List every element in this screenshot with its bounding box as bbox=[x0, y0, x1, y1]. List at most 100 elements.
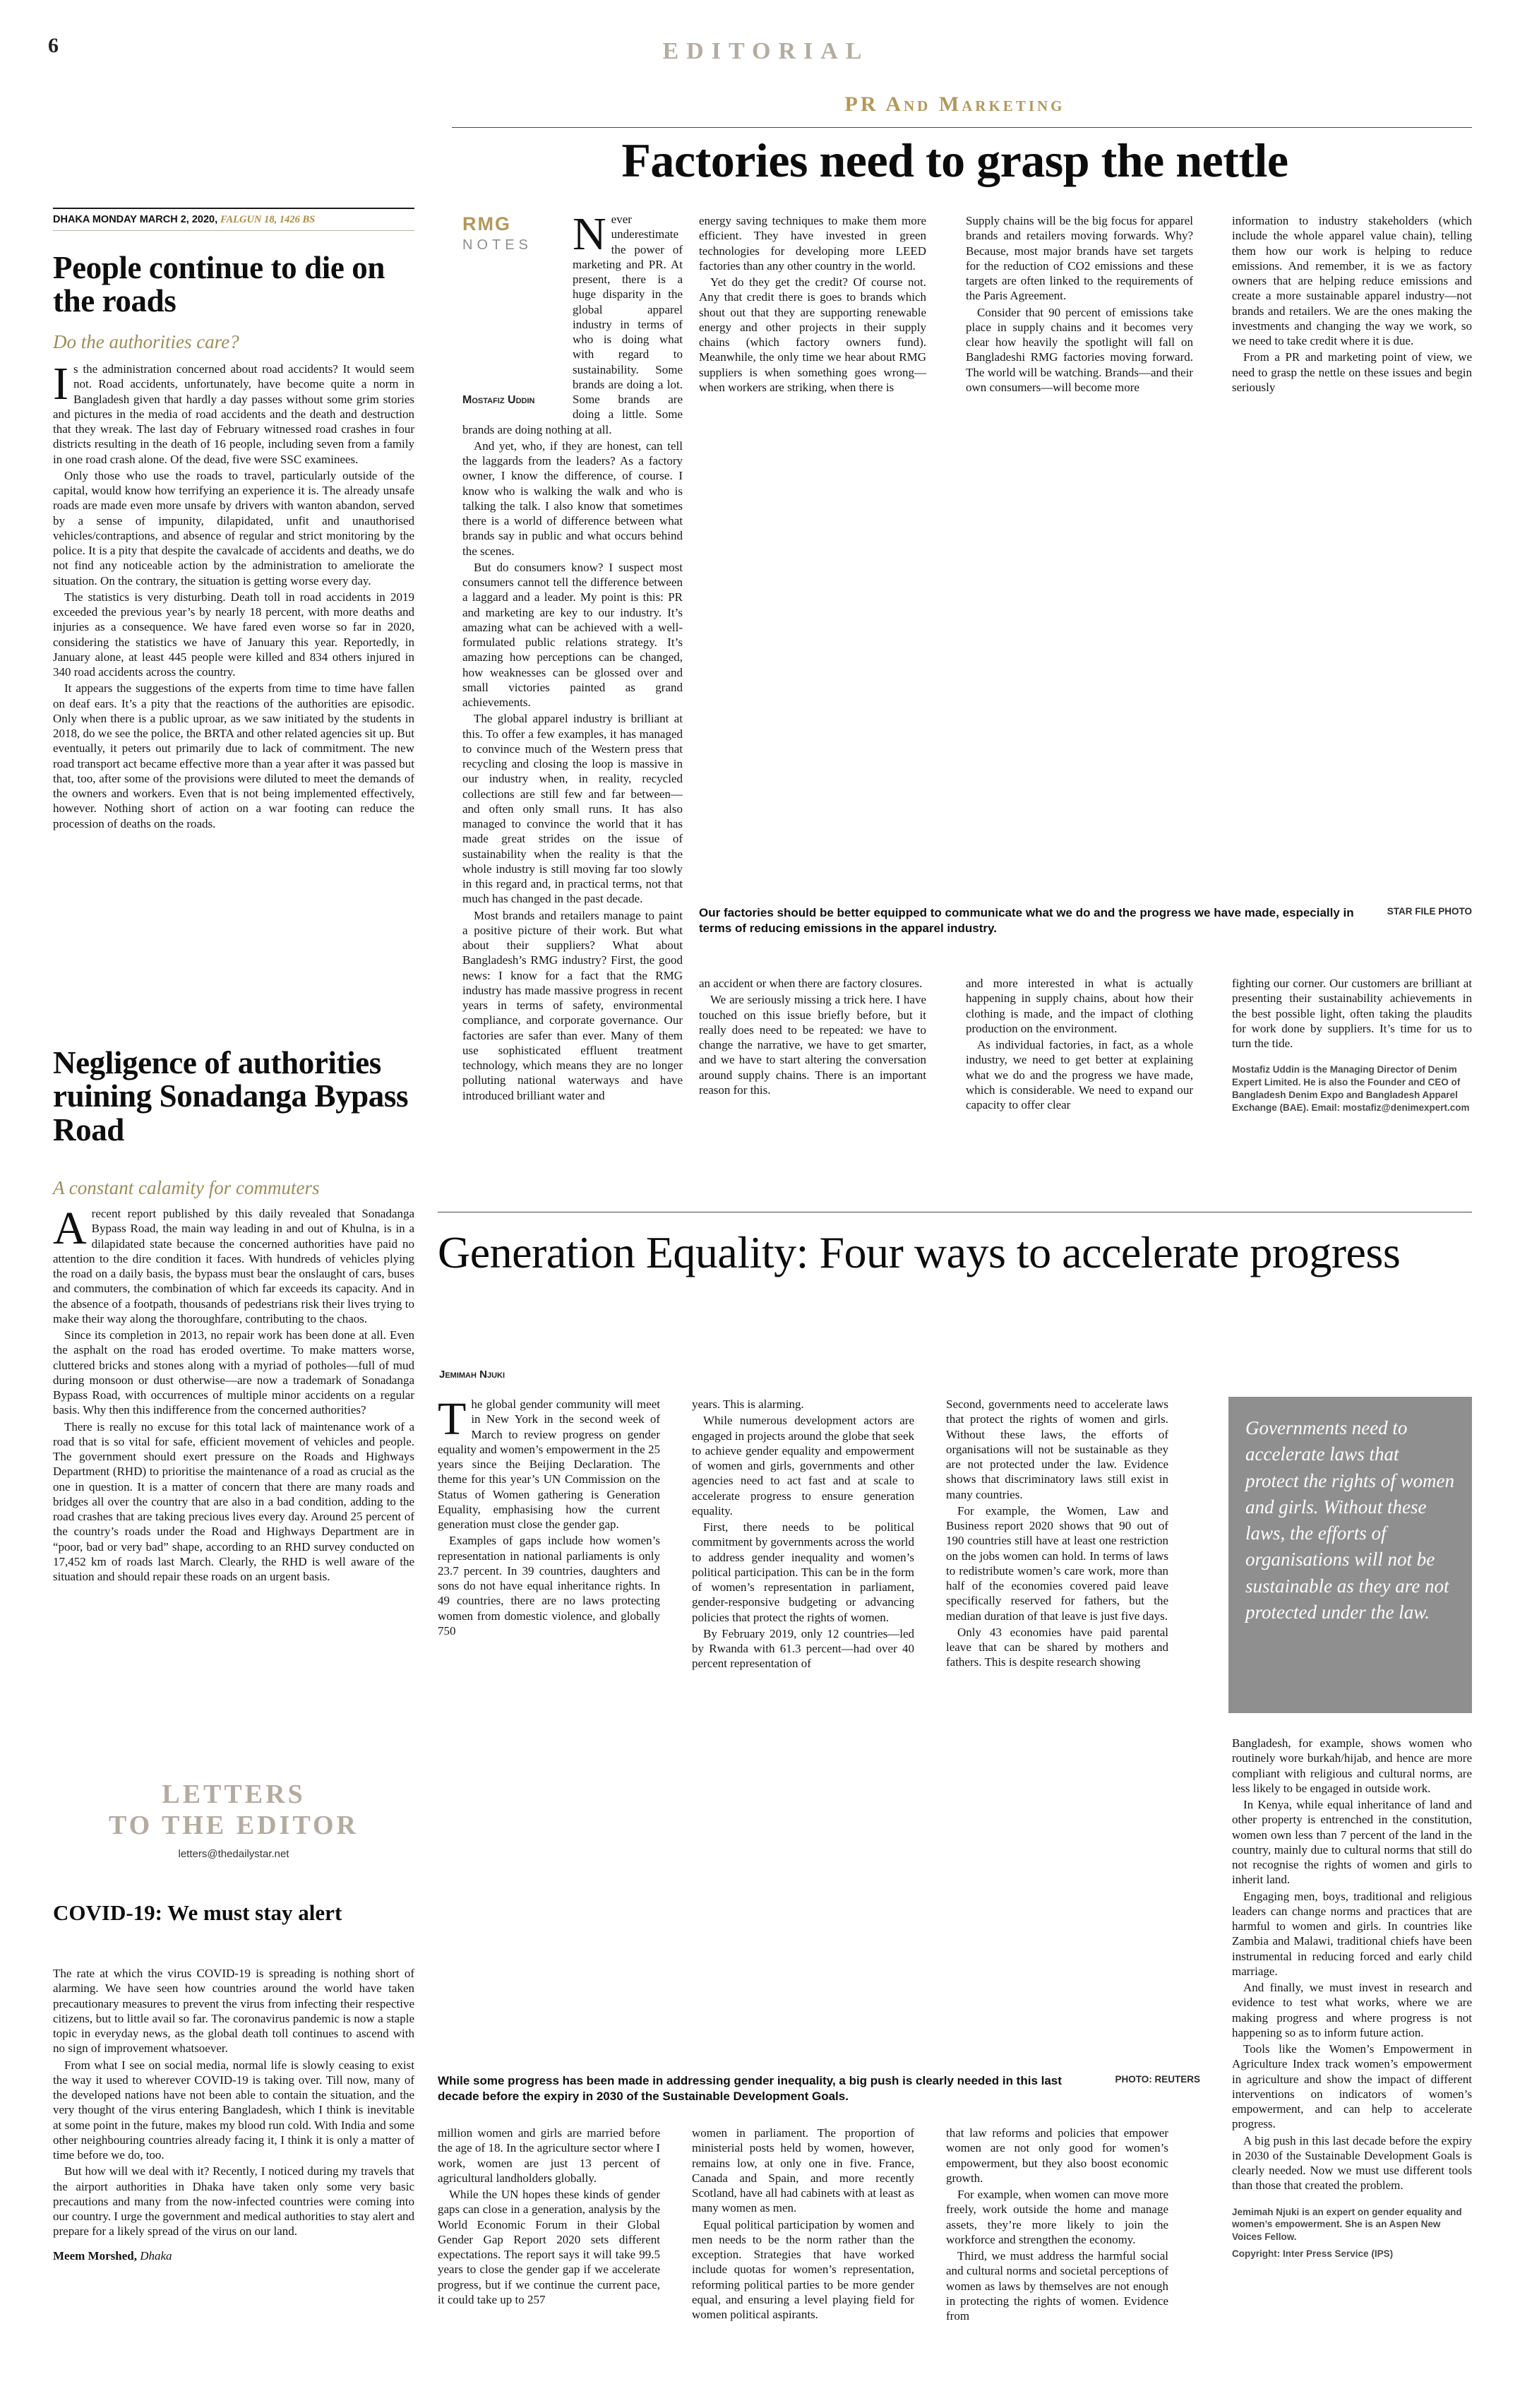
paragraph: We are seriously missing a trick here. I… bbox=[699, 993, 926, 1097]
paragraph: From what I see on social media, normal … bbox=[53, 2058, 414, 2162]
paragraph: million women and girls are married befo… bbox=[438, 2126, 660, 2185]
letter-body-block: The rate at which the virus COVID-19 is … bbox=[53, 1966, 414, 2275]
letter-headline: COVID-19: We must stay alert bbox=[53, 1900, 342, 1925]
paragraph: The global apparel industry is brilliant… bbox=[462, 712, 683, 906]
factories-author: Mostafiz Uddin bbox=[462, 393, 535, 406]
paragraph: The rate at which the virus COVID-19 is … bbox=[53, 1967, 414, 2056]
equality-photo-credit: PHOTO: REUTERS bbox=[1115, 2074, 1200, 2085]
equality-col4: Bangladesh, for example, shows women who… bbox=[1232, 1736, 1472, 2193]
paragraph: Third, we must address the harmful socia… bbox=[946, 2249, 1168, 2323]
paragraph: Bangladesh, for example, shows women who… bbox=[1232, 1736, 1472, 1795]
paragraph: The statistics is very disturbing. Death… bbox=[53, 590, 414, 679]
paragraph: And yet, who, if they are honest, can te… bbox=[462, 439, 683, 558]
paragraph: While numerous development actors are en… bbox=[692, 1414, 914, 1518]
paragraph: A big push in this last decade before th… bbox=[1232, 2133, 1472, 2193]
paragraph: years. This is alarming. bbox=[692, 1397, 804, 1411]
paragraph: A recent report published by this daily … bbox=[53, 1206, 414, 1325]
editorial-2-standfirst: A constant calamity for commuters bbox=[53, 1177, 320, 1198]
editorial-2-body: A recent report published by this daily … bbox=[53, 1206, 414, 1729]
column-label-bold: RMG bbox=[462, 213, 511, 234]
paragraph: First, there needs to be political commi… bbox=[692, 1520, 914, 1624]
paragraph: Yet do they get the credit? Of course no… bbox=[699, 275, 926, 394]
equality-photo bbox=[438, 1751, 1200, 2062]
dateline: DHAKA MONDAY MARCH 2, 2020, FALGUN 18, 1… bbox=[53, 208, 414, 232]
paragraph: that law reforms and policies that empow… bbox=[946, 2126, 1168, 2185]
paragraph: Since its completion in 2013, no repair … bbox=[53, 1328, 414, 1417]
paragraph: Consider that 90 percent of emissions ta… bbox=[966, 305, 1193, 394]
equality-col2-bottom: women in parliament. The proportion of m… bbox=[692, 2126, 914, 2380]
equality-col3-bottom: that law reforms and policies that empow… bbox=[946, 2126, 1168, 2380]
paragraph: As individual factories, in fact, as a w… bbox=[966, 1038, 1193, 1111]
article-kicker: PR And Marketing bbox=[844, 93, 1065, 116]
editorial-1-body: Is the administration concerned about ro… bbox=[53, 362, 414, 1032]
paragraph: Never underestimate the power of marketi… bbox=[462, 212, 683, 436]
factories-photo bbox=[699, 470, 1472, 890]
equality-caption-row: While some progress has been made in add… bbox=[438, 2073, 1200, 2104]
paragraph: women in parliament. The proportion of m… bbox=[692, 2126, 914, 2215]
letters-title-line2: TO THE EDITOR bbox=[108, 1810, 359, 1840]
paragraph: By February 2019, only 12 countries—led … bbox=[692, 1626, 914, 1671]
paragraph: Is the administration concerned about ro… bbox=[53, 362, 414, 466]
equality-pull-quote: Governments need to accelerate laws that… bbox=[1228, 1397, 1472, 1713]
editorial-1-headline: People continue to die on the roads bbox=[53, 250, 385, 319]
equality-headline: Generation Equality: Four ways to accele… bbox=[438, 1227, 1401, 1277]
column-label-light: NOTES bbox=[462, 237, 532, 253]
factories-caption-row: Our factories should be better equipped … bbox=[699, 905, 1472, 936]
factories-col3-bottom: and more interested in what is actually … bbox=[966, 976, 1193, 1181]
letters-title-line1: LETTERS bbox=[162, 1780, 306, 1809]
factories-col1: RMG NOTES Mostafiz Uddin Never underesti… bbox=[462, 212, 683, 1176]
paragraph: Most brands and retailers manage to pain… bbox=[462, 908, 683, 1102]
factories-col2-bottom: an accident or when there are factory cl… bbox=[699, 976, 926, 1181]
factories-col4-top: information to industry stakeholders (wh… bbox=[1232, 213, 1472, 439]
letter-signature: Meem Morshed, Dhaka bbox=[53, 2249, 414, 2263]
dateline-bangla-date: FALGUN 18, 1426 BS bbox=[220, 214, 316, 225]
paragraph: Second, governments need to accelerate l… bbox=[946, 1397, 1168, 1501]
letter-signer-place: Dhaka bbox=[140, 2248, 172, 2263]
factories-col1-text: Never underestimate the power of marketi… bbox=[462, 212, 683, 1103]
paragraph: In Kenya, while equal inheritance of lan… bbox=[1232, 1798, 1472, 1887]
paragraph: For example, the Women, Law and Business… bbox=[946, 1503, 1168, 1623]
letters-email-link[interactable]: letters@thedailystar.net bbox=[178, 1848, 289, 1861]
dateline-main: DHAKA MONDAY MARCH 2, 2020, bbox=[53, 214, 221, 225]
paragraph: Equal political participation by women a… bbox=[692, 2217, 914, 2322]
equality-col2-top: years. This is alarming. While numerous d… bbox=[692, 1397, 914, 1739]
factories-col4-bottom-block: fighting our corner. Our customers are b… bbox=[1232, 976, 1472, 1114]
equality-author-bio: Jemimah Njuki is an expert on gender equ… bbox=[1232, 2206, 1462, 2243]
letter-signer-name: Meem Morshed, bbox=[53, 2248, 137, 2263]
column-label-box: RMG NOTES Mostafiz Uddin bbox=[462, 215, 563, 407]
editorial-2-headline: Negligence of authorities ruining Sonada… bbox=[53, 1045, 409, 1148]
factories-col3-top: Supply chains will be the big focus for … bbox=[966, 213, 1193, 462]
editorial-1-standfirst: Do the authorities care? bbox=[53, 331, 239, 352]
equality-col1-bottom: million women and girls are married befo… bbox=[438, 2126, 660, 2380]
paragraph: There is really no excuse for this total… bbox=[53, 1419, 414, 1584]
paragraph: and more interested in what is actually … bbox=[966, 977, 1193, 1035]
paragraph: But do consumers know? I suspect most co… bbox=[462, 560, 683, 709]
page-number: 6 bbox=[48, 34, 59, 57]
factories-col2-top: energy saving techniques to make them mo… bbox=[699, 213, 926, 462]
factories-author-bio: Mostafiz Uddin is the Managing Director … bbox=[1232, 1064, 1470, 1113]
letters-section-header: LETTERS TO THE EDITOR letters@thedailyst… bbox=[53, 1780, 414, 1861]
factories-photo-credit: STAR FILE PHOTO bbox=[1387, 906, 1472, 917]
paragraph: Engaging men, boys, traditional and reli… bbox=[1232, 1889, 1472, 1978]
equality-caption: While some progress has been made in add… bbox=[438, 2074, 1062, 2104]
paragraph: And finally, we must invest in research … bbox=[1232, 1981, 1472, 2039]
headline-rule bbox=[452, 127, 1472, 128]
equality-copyright: Copyright: Inter Press Service (IPS) bbox=[1232, 2248, 1394, 2259]
equality-col1-top: The global gender community will meet in… bbox=[438, 1397, 660, 1739]
paragraph: Only 43 economies have paid parental lea… bbox=[946, 1625, 1168, 1669]
paragraph: It appears the suggestions of the expert… bbox=[53, 681, 414, 830]
paragraph: While the UN hopes these kinds of gender… bbox=[438, 2188, 660, 2306]
factories-caption: Our factories should be better equipped … bbox=[699, 906, 1354, 936]
equality-author: Jemimah Njuki bbox=[439, 1369, 505, 1381]
paragraph: The global gender community will meet in… bbox=[438, 1397, 660, 1531]
paragraph: an accident or when there are factory cl… bbox=[699, 977, 923, 990]
paragraph: energy saving techniques to make them mo… bbox=[699, 214, 926, 273]
equality-col4-block: Bangladesh, for example, shows women who… bbox=[1232, 1736, 1472, 2260]
paragraph: For example, when women can move more fr… bbox=[946, 2188, 1168, 2246]
paragraph: Examples of gaps include how women’s rep… bbox=[438, 1534, 660, 1638]
paragraph: fighting our corner. Our customers are b… bbox=[1232, 977, 1472, 1050]
paragraph: Tools like the Women’s Empowerment in Ag… bbox=[1232, 2042, 1472, 2131]
paragraph: But how will we deal with it? Recently, … bbox=[53, 2164, 414, 2239]
factories-headline: Factories need to grasp the nettle bbox=[621, 133, 1288, 187]
